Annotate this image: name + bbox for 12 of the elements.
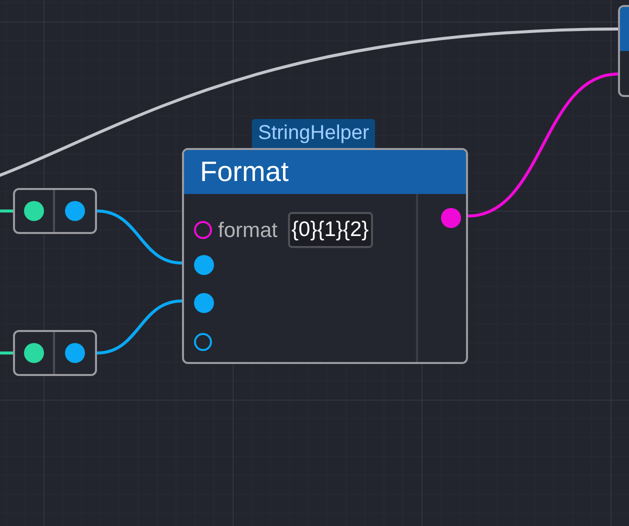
connection-wire xyxy=(0,352,13,354)
connection-wire xyxy=(0,28,618,178)
connection-wire xyxy=(0,210,13,212)
reroute-node xyxy=(13,330,97,376)
category-tag: StringHelper xyxy=(252,119,376,148)
port-label: format xyxy=(218,220,278,240)
input-field: {0}{1}{2} xyxy=(288,212,373,248)
connection-wire xyxy=(96,300,182,354)
connection-wire xyxy=(468,72,618,218)
node-title: Format xyxy=(200,158,289,186)
connection-wire xyxy=(96,210,182,264)
reroute-node xyxy=(13,188,97,234)
